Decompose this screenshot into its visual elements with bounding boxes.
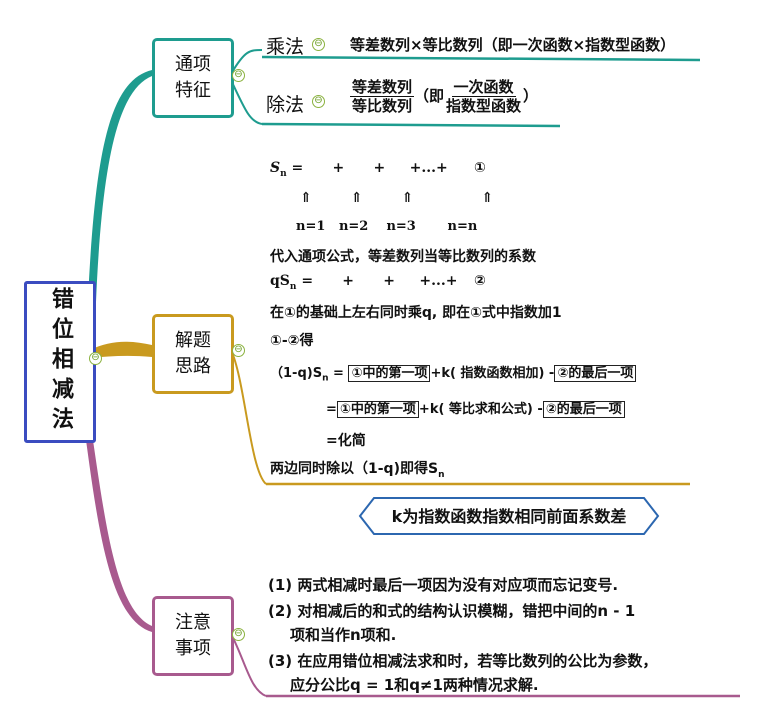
- collapse-icon[interactable]: ⊖: [89, 352, 102, 365]
- mult-text: 等差数列×等比数列（即一次函数×指数型函数）: [350, 36, 676, 54]
- eq2-middle: +k( 等比求和公式) -: [418, 402, 543, 417]
- sn-subscript: n: [280, 168, 287, 179]
- equation-2-marker: ②: [474, 273, 486, 289]
- note-3-continued: 应分公比q = 1和q≠1两种情况求解.: [290, 676, 539, 694]
- eq2-last-term-box: ②的最后一项: [542, 401, 625, 418]
- eq1-subscript: n: [322, 373, 329, 384]
- qsn-equation: qSn = + + +...+: [270, 273, 457, 292]
- note-1: (1) 两式相减时最后一项因为没有对应项而忘记变号.: [268, 576, 619, 594]
- teal-underline-1: [261, 55, 701, 62]
- banner-text: k为指数函数指数相同前面系数差: [391, 507, 627, 526]
- result-equation-2: =①中的第一项+k( 等比求和公式) -②的最后一项: [326, 398, 625, 418]
- collapse-icon[interactable]: ⊖: [232, 344, 245, 357]
- root-label: 错位相减法: [48, 287, 73, 437]
- eq1-left: （1-q)S: [270, 366, 323, 381]
- div-fraction-2: 一次函数指数型函数: [444, 78, 523, 115]
- note-2: (2) 对相减后的和式的结构认识模糊，错把中间的n - 1: [268, 602, 636, 620]
- teal-sub-connector-1: [230, 49, 263, 75]
- collapse-icon[interactable]: ⊖: [232, 69, 245, 82]
- line-substitute: 代入通项公式，等差数列当等比数列的系数: [270, 249, 536, 265]
- mult-label: 乘法: [266, 36, 305, 58]
- arrows-row: ⇑ ⇑ ⇑ ⇑: [300, 190, 494, 206]
- teal-underline-2: [261, 122, 561, 128]
- line-divide: 两边同时除以（1-q)即得Sn: [270, 458, 444, 480]
- banner-shape: [358, 497, 660, 535]
- div-middle-text: （即: [414, 87, 445, 105]
- teal-branch-curve: [88, 70, 152, 302]
- div-numerator: 等差数列: [350, 78, 415, 97]
- div-close-paren: ）: [523, 87, 539, 105]
- sn-terms: = + + +...+: [286, 160, 448, 176]
- qsn-symbol: qS: [270, 273, 290, 289]
- root-node[interactable]: 错位相减法: [24, 281, 96, 443]
- equation-1-marker: ①: [474, 160, 486, 176]
- collapse-icon[interactable]: ⊖: [232, 628, 245, 641]
- branch-notes-label: 注意 事项: [175, 612, 211, 659]
- purple-sub-connector: [230, 633, 267, 697]
- qsn-subscript: n: [289, 281, 297, 292]
- n-values-row: n=1 n=2 n=3 n=n: [296, 219, 478, 234]
- branch-general-term[interactable]: 通项 特征: [152, 38, 234, 118]
- result-equation-3: =化简: [326, 433, 366, 449]
- result-equation-1: （1-q)Sn = ①中的第一项+k( 指数函数相加) -②的最后一项: [270, 362, 637, 384]
- collapse-icon[interactable]: ⊖: [312, 95, 325, 108]
- div-denominator: 等比数列: [352, 97, 413, 115]
- gold-branch-curve: [90, 341, 152, 358]
- eq1-middle: +k( 指数函数相加) -: [430, 366, 555, 381]
- eq2-equals: =: [326, 402, 337, 417]
- sn-symbol: S: [270, 160, 281, 176]
- div-denominator-2: 指数型函数: [446, 97, 522, 115]
- branch-notes[interactable]: 注意 事项: [152, 596, 234, 676]
- branch-method-label: 解题 思路: [175, 330, 211, 377]
- line-multiply: 在①的基础上左右同时乘q, 即在①式中指数加1: [270, 305, 562, 321]
- note-3: (3) 在应用错位相减法求和时，若等比数列的公比为参数，: [268, 652, 658, 670]
- branch-general-term-label: 通项 特征: [175, 54, 211, 101]
- line-divide-text: 两边同时除以（1-q)即得S: [270, 461, 439, 477]
- sn-equation: Sn = + + +...+: [270, 160, 448, 179]
- div-fraction-1: 等差数列等比数列: [350, 78, 415, 115]
- div-numerator-2: 一次函数: [451, 78, 516, 97]
- note-2-continued: 项和当作n项和.: [290, 626, 397, 644]
- gold-sub-connector: [230, 349, 267, 485]
- div-expression: 等差数列等比数列（即一次函数指数型函数）: [350, 78, 538, 115]
- eq1-last-term-box: ②的最后一项: [554, 365, 637, 382]
- collapse-icon[interactable]: ⊖: [312, 38, 325, 51]
- teal-sub-connector-2: [230, 79, 263, 125]
- line-divide-subscript: n: [438, 469, 445, 480]
- k-explanation-banner: k为指数函数指数相同前面系数差: [360, 496, 658, 534]
- qsn-terms: = + + +...+: [296, 273, 458, 289]
- line-subtract: ①-②得: [270, 333, 314, 349]
- eq1-first-term-box: ①中的第一项: [348, 365, 431, 382]
- eq2-first-term-box: ①中的第一项: [336, 401, 419, 418]
- branch-method[interactable]: 解题 思路: [152, 314, 234, 394]
- div-label: 除法: [266, 94, 305, 116]
- purple-branch-curve: [84, 420, 152, 632]
